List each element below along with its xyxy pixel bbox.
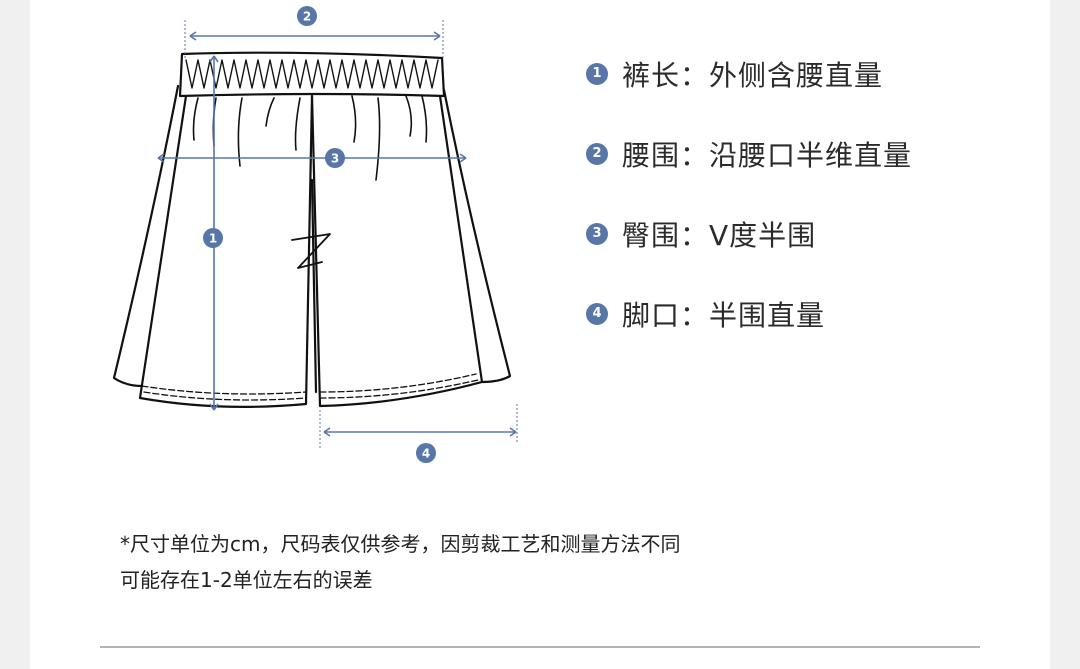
legend-badge: 3	[586, 223, 608, 245]
legend-badge: 2	[586, 143, 608, 165]
shorts-illustration	[112, 51, 512, 408]
legend-text: 腰围：沿腰口半维直量	[622, 139, 913, 172]
marker-4: 4	[416, 443, 436, 463]
legend-text: 脚口：半围直量	[622, 299, 826, 332]
svg-text:4: 4	[422, 447, 430, 461]
legend-badge: 1	[586, 63, 608, 85]
marker-2: 2	[297, 6, 317, 26]
measurement-legend: 1 裤长：外侧含腰直量 2 腰围：沿腰口半维直量 3 臀围：V度半围 4 脚口：…	[586, 52, 1026, 372]
size-guide-page: 2 3 1 4 1 裤长：外侧含腰直量 2 腰围：沿腰口半维直量 3 臀围：V度…	[30, 0, 1050, 669]
note-line-2: 可能存在1-2单位左右的误差	[120, 568, 373, 592]
note-line-1: *尺寸单位为cm，尺码表仅供参考，因剪裁工艺和测量方法不同	[120, 532, 681, 556]
legend-badge: 4	[586, 303, 608, 325]
svg-text:3: 3	[331, 152, 339, 166]
legend-text: 臀围：V度半围	[622, 219, 817, 252]
legend-item-leg-opening: 4 脚口：半围直量	[586, 292, 1026, 336]
legend-item-waist: 2 腰围：沿腰口半维直量	[586, 132, 1026, 176]
legend-text: 裤长：外侧含腰直量	[622, 59, 884, 92]
legend-item-length: 1 裤长：外侧含腰直量	[586, 52, 1026, 96]
marker-1: 1	[203, 228, 223, 248]
svg-text:2: 2	[303, 10, 311, 24]
bottom-divider	[100, 646, 980, 648]
shorts-measurement-diagram: 2 3 1 4	[112, 6, 518, 463]
marker-3: 3	[325, 148, 345, 168]
legend-item-hip: 3 臀围：V度半围	[586, 212, 1026, 256]
svg-text:1: 1	[209, 232, 217, 246]
size-disclaimer-note: *尺寸单位为cm，尺码表仅供参考，因剪裁工艺和测量方法不同 可能存在1-2单位左…	[120, 526, 920, 598]
